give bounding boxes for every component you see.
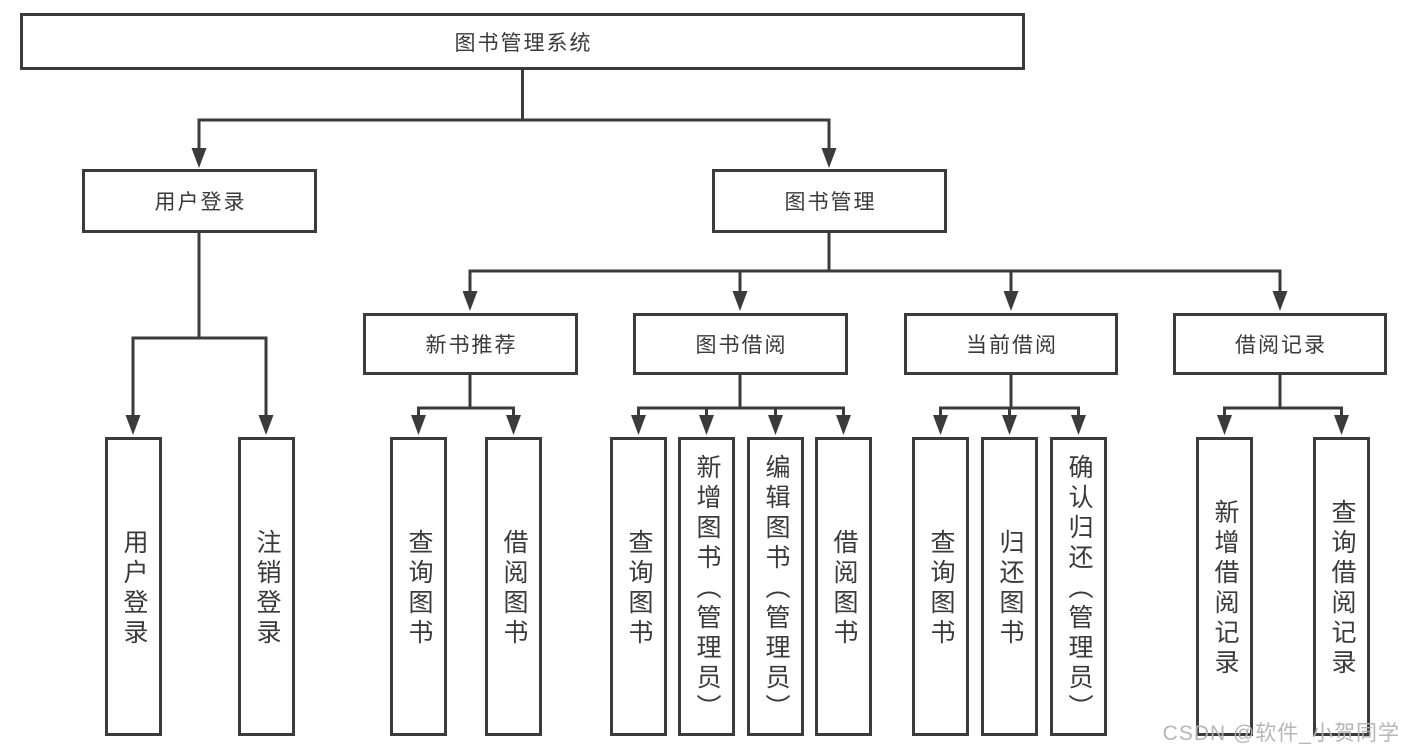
leaf-recommend-query-books: 查询图书 xyxy=(390,437,447,736)
leaf-current-return-books: 归还图书 xyxy=(981,437,1038,736)
node-book-management: 图书管理 xyxy=(712,169,947,233)
leaf-borrow-query-books: 查询图书 xyxy=(610,437,667,736)
leaf-records-query-borrow-record: 查询借阅记录 xyxy=(1313,437,1370,736)
node-label: 图书管理系统 xyxy=(454,31,593,55)
node-label: 用户登录 xyxy=(154,191,247,214)
leaf-borrow-add-books-admin: 新增图书（管理员） xyxy=(678,437,735,736)
leaf-borrow-edit-books-admin: 编辑图书（管理员） xyxy=(747,437,804,736)
node-user-login: 用户登录 xyxy=(82,169,317,233)
node-label: 图书管理 xyxy=(784,191,877,214)
node-label: 编辑图书（管理员） xyxy=(762,453,790,724)
node-label: 查询图书 xyxy=(927,528,955,649)
node-label: 借阅图书 xyxy=(830,528,858,649)
node-label: 图书借阅 xyxy=(695,334,788,357)
csdn-watermark: CSDN @软件_小贺同学 xyxy=(1162,722,1400,745)
leaf-borrow-borrow-books: 借阅图书 xyxy=(815,437,872,736)
node-label: 用户登录 xyxy=(120,528,148,649)
node-label: 新增借阅记录 xyxy=(1211,498,1239,679)
node-label: 查询借阅记录 xyxy=(1328,498,1356,679)
node-current-borrowing: 当前借阅 xyxy=(904,313,1118,375)
leaf-current-confirm-return-admin: 确认归还（管理员） xyxy=(1050,437,1107,736)
node-borrowing-records: 借阅记录 xyxy=(1173,313,1387,375)
node-root-system: 图书管理系统 xyxy=(20,13,1025,70)
node-book-borrowing: 图书借阅 xyxy=(633,313,848,375)
node-label: 归还图书 xyxy=(996,528,1024,649)
node-label: 新书推荐 xyxy=(425,334,518,357)
node-new-book-recommendation: 新书推荐 xyxy=(363,313,578,375)
node-label: 新增图书（管理员） xyxy=(693,453,721,724)
leaf-records-add-borrow-record: 新增借阅记录 xyxy=(1196,437,1253,736)
node-label: 查询图书 xyxy=(405,528,433,649)
leaf-recommend-borrow-books: 借阅图书 xyxy=(485,437,542,736)
node-label: 当前借阅 xyxy=(966,334,1058,357)
leaf-user-login: 用户登录 xyxy=(105,437,162,736)
node-label: 查询图书 xyxy=(625,528,653,649)
leaf-logout: 注销登录 xyxy=(238,437,295,736)
node-label: 注销登录 xyxy=(253,528,281,649)
leaf-current-query-books: 查询图书 xyxy=(912,437,969,736)
node-label: 借阅图书 xyxy=(500,528,528,649)
node-label: 确认归还（管理员） xyxy=(1065,453,1093,724)
node-label: 借阅记录 xyxy=(1235,334,1327,357)
